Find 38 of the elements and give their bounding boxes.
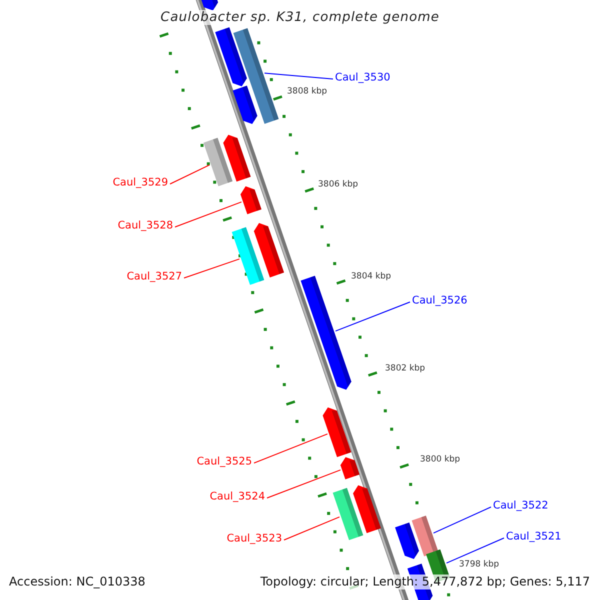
leader-line (170, 164, 210, 184)
gene-bar (332, 488, 364, 540)
position-label: 3798 kbp (459, 560, 500, 570)
leader-line (284, 516, 340, 540)
gene-label: Caul_3526 (412, 294, 468, 308)
position-label: 3800 kbp (420, 454, 460, 466)
position-label: 3806 kbp (318, 180, 358, 190)
diagram-title: Caulobacter sp. K31, complete genome (160, 10, 440, 25)
gene-label: Caul_3525 (196, 456, 252, 468)
gene-label: Caul_3524 (210, 490, 265, 504)
gene-label: Caul_3527 (126, 270, 182, 284)
position-label: 3804 kbp (351, 272, 392, 282)
gene-bar (203, 138, 233, 186)
leader-line (446, 538, 504, 564)
gene-label: Caul_3528 (118, 220, 173, 232)
gene-bar (233, 28, 279, 124)
gene-label: Caul_3521 (506, 530, 562, 544)
gene-bar (300, 276, 352, 390)
leader-line (266, 469, 341, 498)
gene-bar (340, 457, 360, 480)
gene-bar (412, 516, 438, 556)
gene-bar (232, 227, 264, 285)
footer-text: Accession: NC_010338 (9, 574, 146, 590)
position-label: 3808 kbp (287, 86, 328, 98)
gene-bar (240, 186, 262, 214)
gene-label: Caul_3522 (493, 500, 548, 512)
leader-line (184, 258, 240, 278)
position-label: 3802 kbp (385, 364, 426, 374)
gene-label: Caul_3523 (226, 532, 282, 546)
gene-bar (322, 407, 352, 458)
leader-line (264, 72, 334, 80)
leader-line (335, 302, 410, 332)
leader-line (254, 433, 328, 464)
gene-label: Caul_3530 (335, 72, 390, 84)
leader-line (433, 506, 492, 534)
leader-line (174, 201, 242, 228)
gene-label: Caul_3529 (112, 176, 168, 190)
footer-text: Topology: circular; Length: 5,477,872 bp; Genes: 5,117 (260, 574, 590, 590)
